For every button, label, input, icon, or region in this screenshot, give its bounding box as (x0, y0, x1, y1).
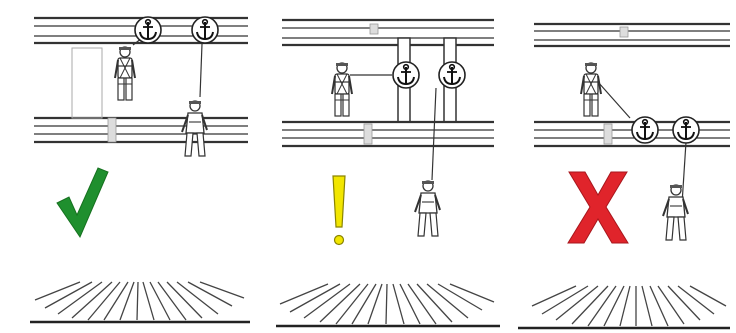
anchor-icon (134, 16, 162, 44)
anchor-icon (191, 16, 219, 44)
upper-beam (534, 22, 730, 48)
grating-floor (30, 281, 250, 324)
panel-caution (276, 18, 500, 328)
worker-suspended (414, 180, 441, 237)
upper-beam (282, 18, 494, 47)
grating-floor (276, 283, 500, 328)
anchor-icon (392, 61, 420, 89)
exclamation-icon (332, 175, 346, 246)
panel-correct (30, 16, 250, 324)
worker-standing (331, 62, 353, 117)
worker-suspended (181, 100, 208, 157)
check-mark-icon (56, 167, 109, 239)
anchor-icon (631, 116, 659, 144)
worker-suspended (662, 184, 689, 241)
deck-beam (34, 116, 248, 144)
grating-floor (518, 285, 730, 330)
worker-standing (580, 62, 602, 117)
cross-mark-icon (567, 171, 629, 244)
anchor-icon (672, 116, 700, 144)
deck-beam (282, 120, 494, 148)
panel-wrong (518, 22, 730, 330)
anchor-icon (438, 61, 466, 89)
worker-standing (114, 46, 136, 101)
door-frame (71, 47, 103, 119)
